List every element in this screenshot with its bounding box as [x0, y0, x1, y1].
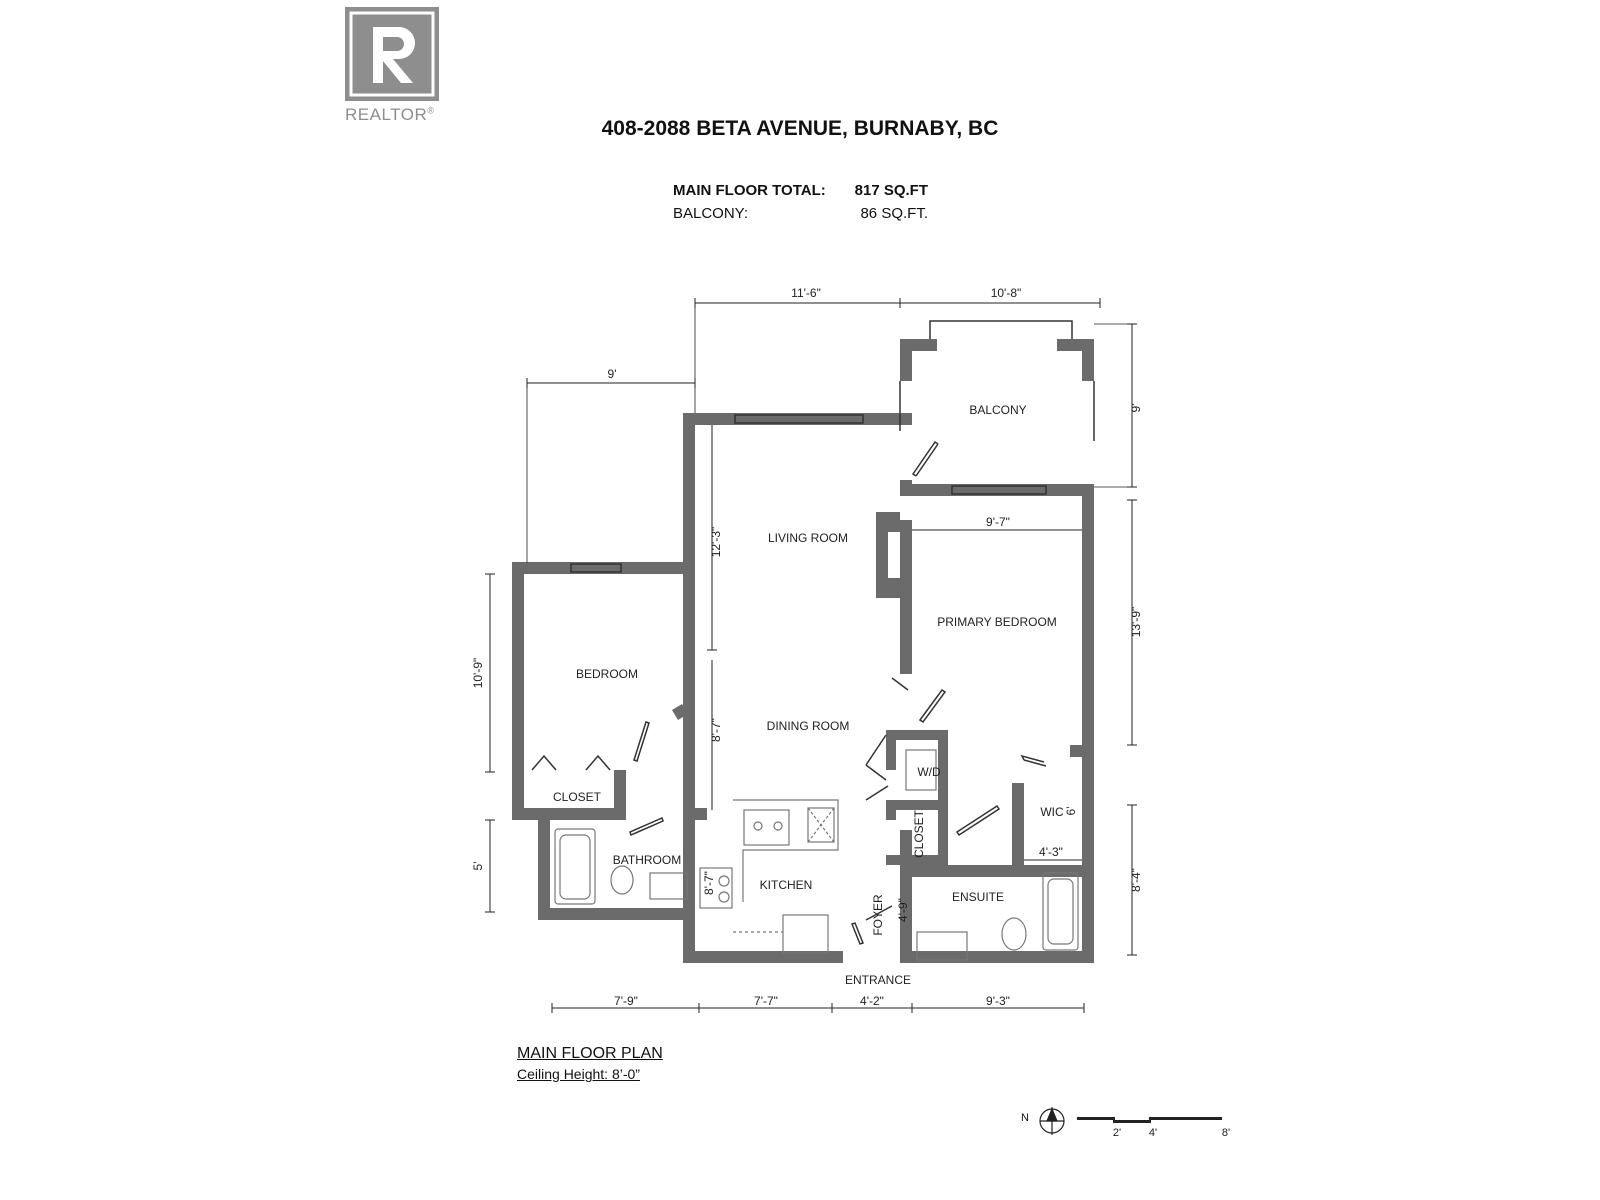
dim-bedroom-top: 9': [608, 367, 617, 381]
ensuite-sink-icon: [916, 931, 968, 961]
listing-title: 408-2088 BETA AVENUE, BURNABY, BC: [601, 117, 999, 140]
room-label-bedroom: BEDROOM: [576, 667, 638, 681]
room-label-closet-bedroom: CLOSET: [553, 790, 602, 804]
toilet-icon: [610, 865, 634, 895]
main-floor-total-label: MAIN FLOOR TOTAL:: [673, 182, 826, 199]
plan-walls: [512, 339, 1094, 963]
realtor-wordmark: REALTOR: [345, 105, 428, 124]
room-label-primary-bedroom: PRIMARY BEDROOM: [937, 615, 1057, 629]
plan-title: MAIN FLOOR PLAN: [517, 1045, 663, 1062]
balcony-area-value: 86 SQ.FT.: [860, 205, 928, 222]
room-label-wic: WIC: [1040, 805, 1064, 819]
dim-balcony-side: 9': [1129, 404, 1143, 413]
dim-bottom-3: 4'-2": [860, 994, 884, 1008]
dim-bath-side: 5': [471, 862, 485, 871]
scale-bar: [1077, 1117, 1222, 1123]
dim-top-right: 10'-8": [991, 286, 1022, 300]
dim-bottom-4: 9'-3": [986, 994, 1010, 1008]
dim-bottom-2: 7'-7": [754, 994, 778, 1008]
scale-label-2: 2': [1113, 1127, 1121, 1139]
room-label-bathroom: BATHROOM: [613, 853, 681, 867]
room-label-living: LIVING ROOM: [768, 531, 848, 545]
room-label-dining: DINING ROOM: [767, 719, 850, 733]
plan-doors: [531, 440, 1047, 945]
dim-wic-side: 6': [1064, 807, 1078, 816]
fridge-icon: [782, 914, 829, 954]
dim-wic-width: 4'-3": [1039, 845, 1063, 859]
dim-top-left: 11'-6": [791, 286, 821, 300]
kitchen-sink-icon: [743, 809, 790, 846]
registered-mark: ®: [427, 105, 435, 116]
dimension-lines: [485, 298, 1137, 1013]
main-floor-total-value: 817 SQ.FT: [854, 182, 928, 199]
dim-bottom-1: 7'-9": [614, 994, 638, 1008]
dim-bedroom-side: 10'-9": [471, 658, 485, 689]
room-label-foyer: FOYER: [871, 894, 885, 936]
balcony-area-label: BALCONY:: [673, 205, 749, 222]
room-label-ensuite: ENSUITE: [952, 890, 1004, 904]
sink-icon: [649, 872, 688, 900]
scale-label-4: 4': [1149, 1127, 1157, 1139]
room-label-wd: W/D: [917, 765, 941, 779]
washer-dryer-icon: [905, 749, 937, 791]
ensuite-toilet-icon: [1001, 917, 1027, 951]
dim-living-side: 12'-3": [709, 527, 723, 558]
plan-fixtures: [554, 749, 1079, 961]
room-label-closet-hall: CLOSET: [912, 809, 926, 858]
realtor-logo: REALTOR®: [345, 7, 445, 125]
ensuite-tub-icon: [1042, 872, 1079, 951]
north-arrow-icon: [1039, 1107, 1065, 1135]
dim-primary-width: 9'-7": [986, 515, 1010, 529]
dim-ensuite-side: 8'-4": [1129, 868, 1143, 892]
dim-primary-side: 13'-9": [1129, 607, 1143, 638]
room-label-balcony: BALCONY: [969, 403, 1026, 417]
room-label-kitchen: KITCHEN: [760, 878, 813, 892]
ceiling-height: Ceiling Height: 8’-0”: [517, 1066, 640, 1082]
north-label: N: [1021, 1112, 1029, 1124]
dim-dining-side: 8'-7": [709, 718, 723, 742]
dim-kitchen-side: 8'-7": [702, 871, 716, 895]
dim-foyer-side: 4'-9": [896, 898, 910, 922]
bathtub-icon: [554, 828, 596, 905]
stove-icon: [699, 867, 733, 909]
realtor-r-icon: [345, 7, 439, 101]
scale-label-8: 8': [1222, 1127, 1230, 1139]
plan-windows: [570, 320, 1095, 573]
room-label-entrance: ENTRANCE: [845, 973, 911, 987]
